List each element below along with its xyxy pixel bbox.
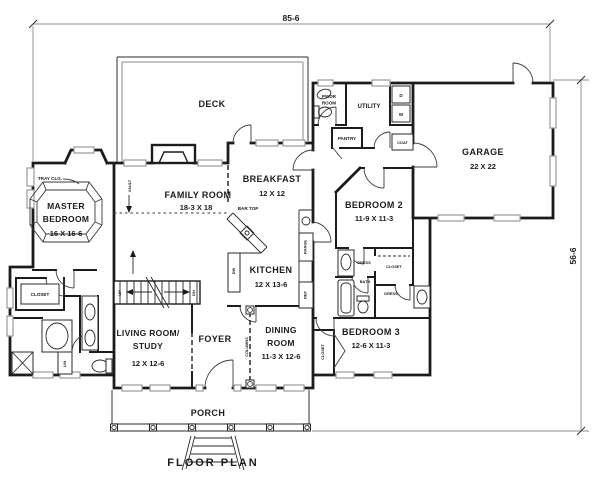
direction-arrows: VAULT xyxy=(126,179,136,274)
master-bath-fixtures: CLOSET LIN xyxy=(11,283,113,375)
refrigerator-label: REF xyxy=(303,290,308,298)
room-label-master-bedroom-2: BEDROOM xyxy=(43,214,90,224)
coat-closet-label: COAT xyxy=(397,140,408,145)
room-labels: DECK FAMILY ROOM 18-3 X 18 BREAKFAST 12 … xyxy=(43,94,504,418)
room-label-powder-1: PWDR xyxy=(322,94,337,99)
utility-fixtures: D W COAT xyxy=(313,85,414,151)
stairs-down-label: DN xyxy=(191,290,196,296)
room-label-bedroom-2: BEDROOM 2 xyxy=(345,200,403,210)
room-label-utility: UTILITY xyxy=(358,104,381,110)
stairs-up-label: UP xyxy=(117,290,122,296)
room-label-family-room: FAMILY ROOM xyxy=(165,190,232,200)
range-label: RANGE xyxy=(303,240,308,254)
page-title: FLOOR PLAN xyxy=(167,457,259,469)
foyer-columns: COLUMNS xyxy=(244,305,255,389)
room-size-kitchen: 12 X 13-6 xyxy=(255,280,288,289)
room-label-pantry: PANTRY xyxy=(338,136,356,141)
hall-bath-fixtures: DRESS CLOSET BATH DRESS CLOSET xyxy=(320,249,431,360)
bath-label: BATH xyxy=(360,279,371,284)
room-label-foyer: FOYER xyxy=(198,334,231,344)
room-label-powder-2: ROOM xyxy=(322,101,336,106)
room-label-living-room-2: STUDY xyxy=(133,341,163,351)
kitchen-fixtures: DW RANGE REF BAR TOP xyxy=(226,206,314,309)
stairs: UP DN xyxy=(113,276,201,309)
room-label-bedroom-3: BEDROOM 3 xyxy=(342,327,400,337)
room-label-kitchen: KITCHEN xyxy=(250,265,293,275)
room-size-bedroom-3: 12-6 X 11-3 xyxy=(352,341,391,350)
bar-top-label: BAR TOP xyxy=(238,206,259,211)
room-label-living-room-1: LIVING ROOM/ xyxy=(116,328,179,338)
room-label-garage: GARAGE xyxy=(462,147,504,157)
doors xyxy=(45,62,534,389)
deck-outline xyxy=(116,56,309,163)
room-size-master-bedroom: 16 X 16-6 xyxy=(50,229,83,238)
vault-label: VAULT xyxy=(127,179,132,192)
hall-closet-label: CLOSET xyxy=(386,264,402,269)
tray-ceiling: TRAY CLG. xyxy=(29,176,103,243)
room-label-dining-1: DINING xyxy=(265,325,297,335)
tray-ceiling-label: TRAY CLG. xyxy=(38,176,62,181)
room-size-family-room: 18-3 X 18 xyxy=(180,203,213,212)
dryer-label: D xyxy=(399,93,403,98)
dressing-a-label: DRESS xyxy=(357,260,371,265)
room-label-deck: DECK xyxy=(198,99,225,109)
room-label-porch: PORCH xyxy=(191,408,226,418)
master-closet-label: CLOSET xyxy=(31,292,50,297)
porch-steps xyxy=(181,435,245,471)
fireplace xyxy=(150,143,197,165)
washer-label: W xyxy=(399,112,404,117)
porch-structure xyxy=(110,390,311,471)
windows xyxy=(6,79,557,392)
room-size-garage: 22 X 22 xyxy=(470,162,496,171)
room-label-dining-2: ROOM xyxy=(267,338,295,348)
dimension-annotations: 85-6 56-6 xyxy=(28,11,589,436)
interior-walls xyxy=(9,82,431,389)
dressing-b-label: DRESS xyxy=(384,291,398,296)
overall-height-dimension: 56-6 xyxy=(568,247,578,264)
room-label-master-bedroom-1: MASTER xyxy=(47,201,85,211)
bedroom3-closet-label: CLOSET xyxy=(320,343,325,359)
room-size-breakfast: 12 X 12 xyxy=(259,189,285,198)
room-size-bedroom-2: 11-9 X 11-3 xyxy=(355,214,393,223)
room-size-dining: 11-3 X 12-6 xyxy=(262,352,301,361)
linen-label: LIN xyxy=(62,361,67,367)
room-size-living-room: 12 X 12-6 xyxy=(132,359,165,368)
overall-width-dimension: 85-6 xyxy=(282,13,299,23)
dishwasher-label: DW xyxy=(231,267,236,274)
room-label-breakfast: BREAKFAST xyxy=(243,174,302,184)
columns-label: COLUMNS xyxy=(244,337,249,357)
